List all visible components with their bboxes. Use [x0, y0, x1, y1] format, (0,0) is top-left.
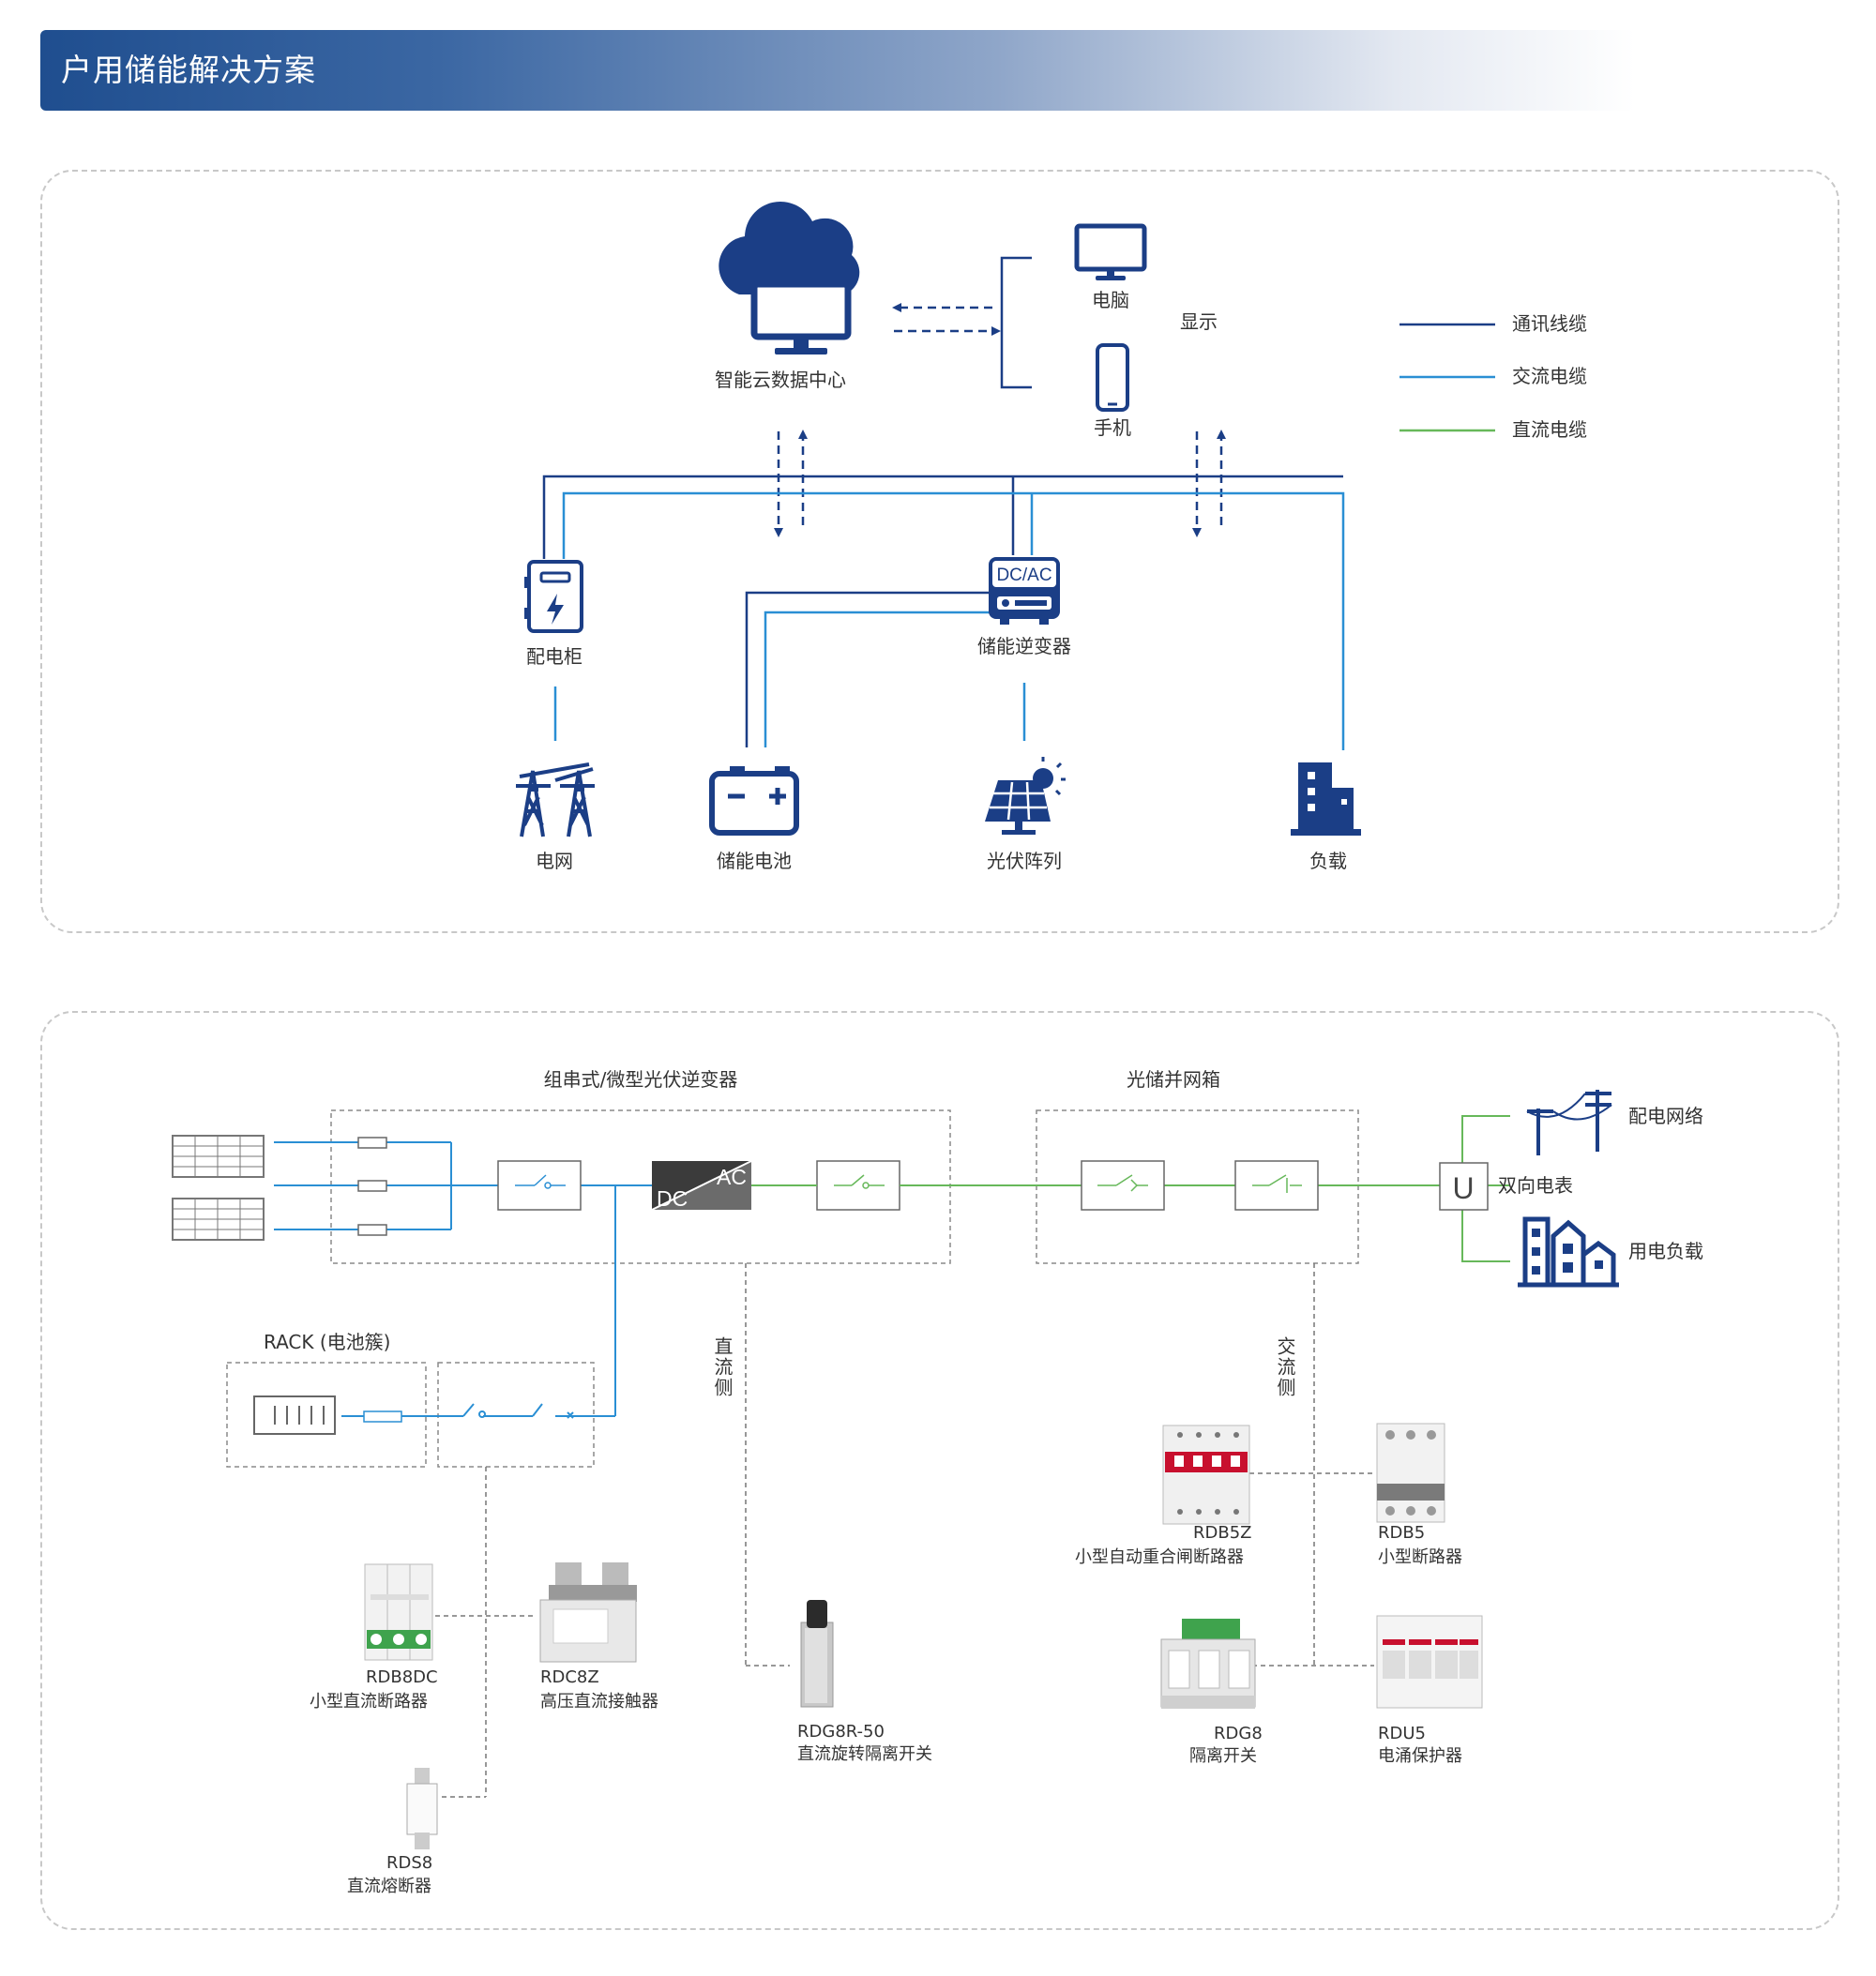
power-tower-icon: [516, 762, 595, 837]
rdb8dc-product-image: [364, 1563, 433, 1661]
legend-ac-label: 交流电缆: [1512, 365, 1587, 387]
legend-lines: [1399, 323, 1495, 432]
grid-switches: [1081, 1160, 1319, 1211]
page-title: 户用储能解决方案: [61, 52, 316, 88]
inverter-icon: DC/AC: [989, 557, 1060, 625]
rdb5z-product-image: [1162, 1425, 1250, 1525]
title-banner: 户用储能解决方案: [40, 30, 1635, 111]
rack-label: RACK (电池簇): [264, 1331, 391, 1353]
inverter-switches: [497, 1160, 900, 1211]
distribution-network-label: 配电网络: [1628, 1105, 1703, 1127]
grid-box: [1036, 1109, 1359, 1264]
display-label: 显示: [1180, 310, 1218, 333]
cloud-display-arrows: [892, 303, 1001, 336]
cabinet-label: 配电柜: [526, 645, 582, 668]
legend-dc-label: 直流电缆: [1512, 418, 1587, 441]
meter-label: 双向电表: [1498, 1174, 1573, 1197]
cloud-data-center-label: 智能云数据中心: [715, 369, 846, 391]
solar-panel-icon: [985, 757, 1066, 835]
display-bracket: [1000, 256, 1032, 389]
rdb5-model: RDB5: [1378, 1523, 1426, 1543]
load-label-bottom: 用电负载: [1628, 1240, 1703, 1262]
pv-label: 光伏阵列: [987, 850, 1062, 872]
comm-arrows-right: [1192, 430, 1226, 537]
phone-label: 手机: [1094, 416, 1131, 439]
pc-label: 电脑: [1092, 289, 1129, 311]
dc-text: DC: [657, 1186, 688, 1211]
inverter-label: 储能逆变器: [977, 635, 1071, 657]
ac-side-label: 交流侧: [1274, 1336, 1296, 1398]
ac-cable: [553, 491, 1345, 750]
battery-label: 储能电池: [717, 850, 792, 872]
rdg8-model: RDG8: [1214, 1724, 1263, 1743]
product-leader-lines: [427, 1263, 1374, 1798]
pv-module-icons: [172, 1135, 265, 1241]
pv-inverter-box-label: 组串式/微型光伏逆变器: [543, 1068, 738, 1091]
rdb5z-name: 小型自动重合闸断路器: [1075, 1547, 1244, 1567]
rdg8r-name: 直流旋转隔离开关: [797, 1744, 932, 1764]
rdc8z-model: RDC8Z: [540, 1667, 599, 1687]
rds8-name: 直流熔断器: [347, 1877, 431, 1896]
rdb5-product-image: [1376, 1423, 1445, 1523]
rdc8z-product-image: [539, 1562, 637, 1663]
pv-inverter-box: [330, 1109, 951, 1264]
inverter-dcac-text: DC/AC: [996, 566, 1051, 585]
rdg8-name: 隔离开关: [1189, 1746, 1257, 1766]
rdb8dc-model: RDB8DC: [366, 1667, 438, 1687]
rack-switch-marks: [478, 1410, 574, 1419]
grid-label: 电网: [536, 850, 573, 872]
meter-symbol: U: [1452, 1171, 1474, 1205]
communication-cable: [542, 475, 1343, 747]
switch-box: [437, 1362, 595, 1468]
battery-icon: [709, 766, 799, 836]
wiring-diagram-panel: [40, 1011, 1839, 1930]
utility-pole-icon: [1526, 1090, 1612, 1155]
ac-wiring: [751, 1115, 1510, 1262]
dc-wiring: [274, 1141, 652, 1417]
comm-arrows-left: [774, 430, 808, 537]
system-overview-panel: [40, 170, 1839, 933]
rdu5-model: RDU5: [1378, 1724, 1426, 1743]
dc-ac-converter: AC DC: [651, 1160, 752, 1211]
rdb8dc-name: 小型直流断路器: [310, 1692, 428, 1712]
ac-text: AC: [717, 1165, 747, 1189]
bidirectional-meter: [1439, 1162, 1489, 1211]
rdg8r-model: RDG8R-50: [797, 1722, 885, 1742]
battery-rack-icon: [253, 1395, 336, 1435]
distribution-cabinet-icon: [524, 560, 583, 633]
building-icon: [1291, 762, 1361, 836]
monitor-icon: [1074, 223, 1147, 280]
rds8-model: RDS8: [386, 1853, 433, 1873]
rdu5-product-image: [1376, 1615, 1483, 1709]
rds8-product-image: [406, 1768, 438, 1849]
load-label: 负载: [1309, 850, 1347, 872]
phone-icon: [1096, 343, 1129, 412]
rdb5z-model: RDB5Z: [1193, 1523, 1252, 1543]
buildings-icon: [1518, 1216, 1619, 1288]
fuse-icons: [357, 1137, 402, 1423]
dc-side-label: 直流侧: [711, 1336, 734, 1398]
cloud-server-icon: [719, 201, 860, 354]
rdc8z-name: 高压直流接触器: [540, 1692, 658, 1712]
legend-comm-label: 通讯线缆: [1512, 312, 1587, 335]
rdg8r-product-image: [800, 1600, 834, 1708]
grid-box-label: 光储并网箱: [1127, 1068, 1220, 1091]
rdu5-name: 电涌保护器: [1378, 1746, 1462, 1766]
rdb5-name: 小型断路器: [1378, 1547, 1462, 1567]
rdg8-product-image: [1160, 1619, 1256, 1709]
